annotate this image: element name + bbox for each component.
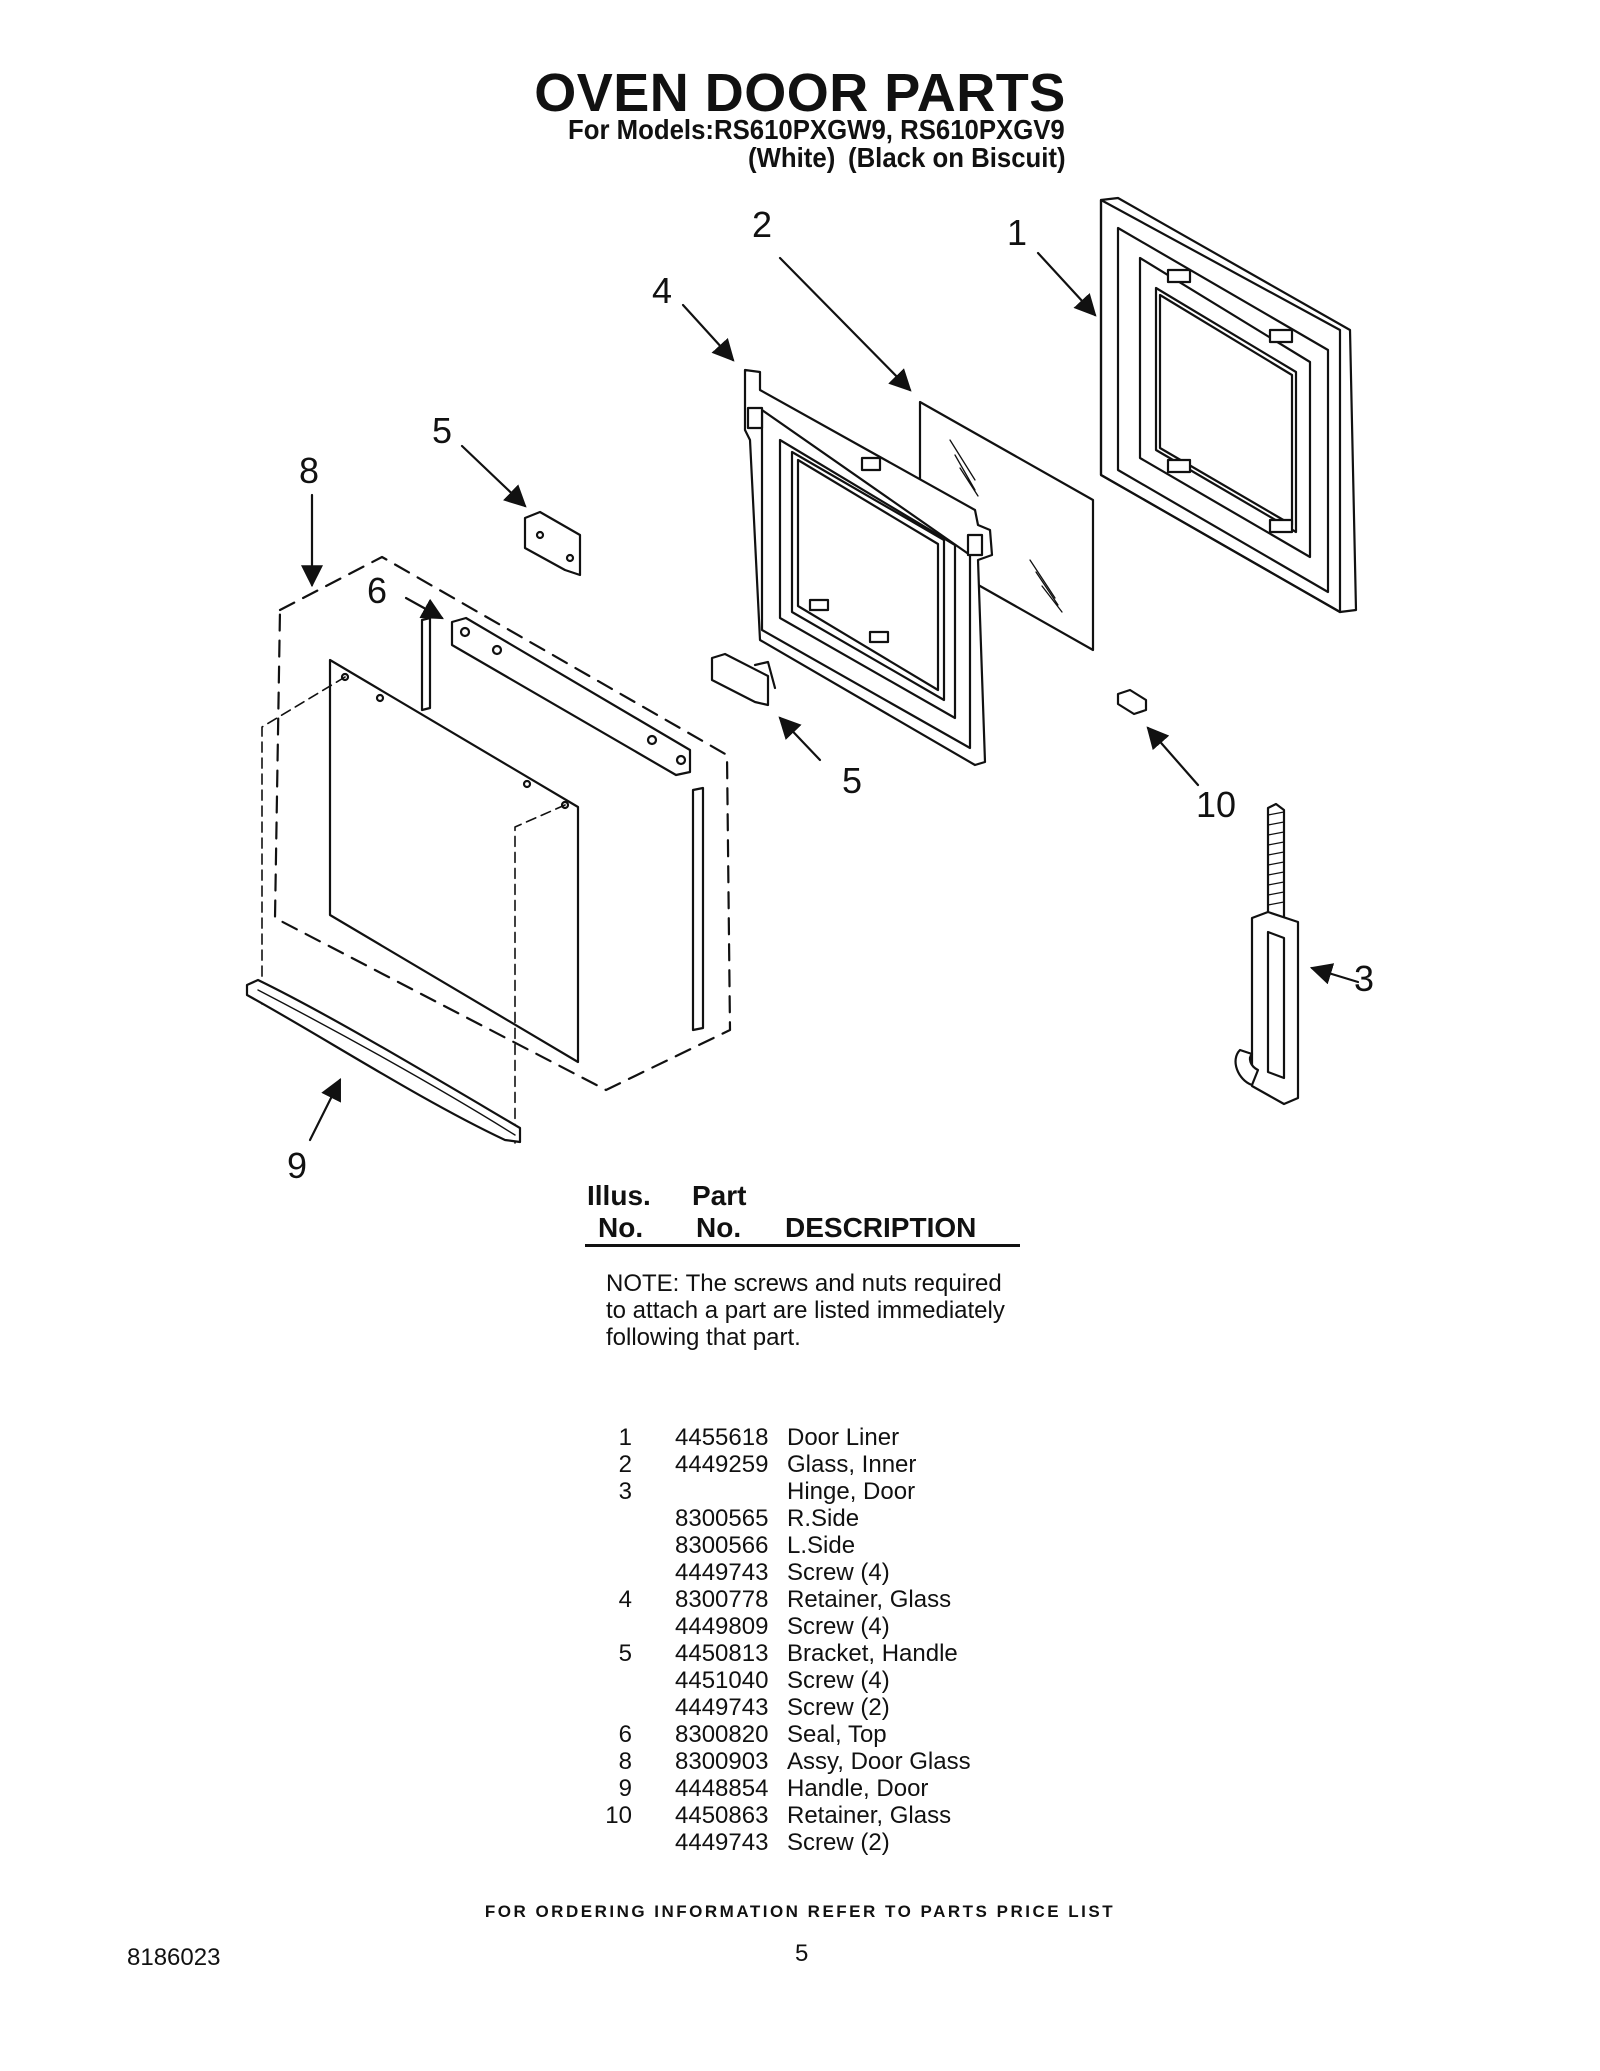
parts-row: 8300566 L.Side	[0, 1532, 1600, 1559]
parts-row: 4451040 Screw (4)	[0, 1667, 1600, 1694]
callout-9: 9	[287, 1145, 308, 1186]
parts-row: 6 8300820 Seal, Top	[0, 1721, 1600, 1748]
model-color-white: (White)	[748, 142, 836, 173]
header-rule	[585, 1244, 1020, 1247]
part-number: 4449259	[675, 1451, 769, 1478]
part-number: 8300903	[675, 1748, 769, 1775]
part-number: 4455618	[675, 1424, 769, 1451]
parts-row: 8300565 R.Side	[0, 1505, 1600, 1532]
part-description: Assy, Door Glass	[787, 1748, 971, 1775]
screws-note: NOTE: The screws and nuts required to at…	[606, 1270, 1005, 1351]
part-description: Screw (4)	[787, 1667, 890, 1694]
models-line: For Models:RS610PXGW9, RS610PXGV9	[568, 114, 1065, 145]
illus-number: 9	[618, 1775, 632, 1802]
illus-number: 10	[605, 1802, 632, 1829]
exploded-parts-diagram	[245, 196, 1360, 1144]
parts-row: 4449743 Screw (2)	[0, 1829, 1600, 1856]
part-description: Handle, Door	[787, 1775, 929, 1802]
parts-row: 5 4450813 Bracket, Handle	[0, 1640, 1600, 1667]
parts-row: 8 8300903 Assy, Door Glass	[0, 1748, 1600, 1775]
illus-number: 8	[618, 1748, 632, 1775]
header-part-line1: Part	[692, 1180, 747, 1211]
part-number: 4449743	[675, 1694, 769, 1721]
part-description: Glass, Inner	[787, 1451, 917, 1478]
callout-5-lower: 5	[842, 760, 863, 801]
page-title: OVEN DOOR PARTS	[534, 63, 1066, 123]
header-part-line2: No.	[696, 1212, 742, 1243]
door-handle-part	[245, 978, 522, 1144]
parts-row: 4449743 Screw (2)	[0, 1694, 1600, 1721]
part-description: Screw (2)	[787, 1829, 890, 1856]
parts-row: 10 4450863 Retainer, Glass	[0, 1802, 1600, 1829]
callout-4: 4	[652, 270, 673, 311]
handle-bracket-upper-part	[523, 510, 582, 577]
callout-10: 10	[1196, 784, 1237, 825]
illus-number: 4	[618, 1586, 632, 1613]
header-illus-line1: Illus.	[587, 1180, 651, 1211]
part-number: 8300778	[675, 1586, 769, 1613]
part-number: 8300820	[675, 1721, 769, 1748]
callout-6: 6	[367, 570, 388, 611]
parts-row: 4449809 Screw (4)	[0, 1613, 1600, 1640]
part-number: 4449743	[675, 1829, 769, 1856]
door-liner-part	[1099, 196, 1358, 614]
parts-row: 3 Hinge, Door	[0, 1478, 1600, 1505]
parts-row: 2 4449259 Glass, Inner	[0, 1451, 1600, 1478]
part-number: 4449743	[675, 1559, 769, 1586]
part-number: 8300566	[675, 1532, 769, 1559]
part-description: Screw (4)	[787, 1559, 890, 1586]
parts-row: 4 8300778 Retainer, Glass	[0, 1586, 1600, 1613]
parts-row: 1 4455618 Door Liner	[0, 1424, 1600, 1451]
part-description: L.Side	[787, 1532, 856, 1559]
part-number: 4449809	[675, 1613, 769, 1640]
callout-1: 1	[1007, 212, 1028, 253]
illus-number: 3	[618, 1478, 632, 1505]
part-description: Bracket, Handle	[787, 1640, 958, 1667]
part-description: R.Side	[787, 1505, 860, 1532]
ordering-info-note: FOR ORDERING INFORMATION REFER TO PARTS …	[484, 1902, 1116, 1921]
part-number: 8300565	[675, 1505, 769, 1532]
document-number: 8186023	[127, 1944, 221, 1971]
glass-retainer-clip-part	[1116, 688, 1148, 716]
callout-2: 2	[752, 204, 773, 245]
part-number: 4451040	[675, 1667, 769, 1694]
model-color-black: (Black on Biscuit)	[848, 142, 1066, 173]
top-seal-part	[420, 616, 705, 1032]
door-glass-assembly-part	[261, 555, 732, 1144]
part-number: 4448854	[675, 1775, 769, 1802]
illus-number: 2	[618, 1451, 632, 1478]
callout-8: 8	[299, 450, 320, 491]
handle-bracket-lower-part	[710, 652, 777, 707]
illus-number: 1	[618, 1424, 632, 1451]
part-description: Screw (2)	[787, 1694, 890, 1721]
callout-5-upper: 5	[432, 410, 453, 451]
part-description: Hinge, Door	[787, 1478, 916, 1505]
glass-retainer-part	[743, 368, 994, 767]
part-description: Retainer, Glass	[787, 1802, 952, 1829]
illus-number: 6	[618, 1721, 632, 1748]
header-illus-line2: No.	[598, 1212, 644, 1243]
part-description: Seal, Top	[787, 1721, 887, 1748]
parts-row: 9 4448854 Handle, Door	[0, 1775, 1600, 1802]
door-hinge-part	[1234, 802, 1300, 1106]
parts-row: 4449743 Screw (4)	[0, 1559, 1600, 1586]
part-number: 4450863	[675, 1802, 769, 1829]
callout-3: 3	[1354, 958, 1375, 999]
page-number: 5	[795, 1940, 809, 1967]
leader-arrows	[301, 251, 1360, 1142]
header-description: DESCRIPTION	[785, 1212, 977, 1243]
part-description: Door Liner	[787, 1424, 900, 1451]
part-number: 4450813	[675, 1640, 769, 1667]
part-description: Retainer, Glass	[787, 1586, 952, 1613]
illus-number: 5	[618, 1640, 632, 1667]
part-description: Screw (4)	[787, 1613, 890, 1640]
